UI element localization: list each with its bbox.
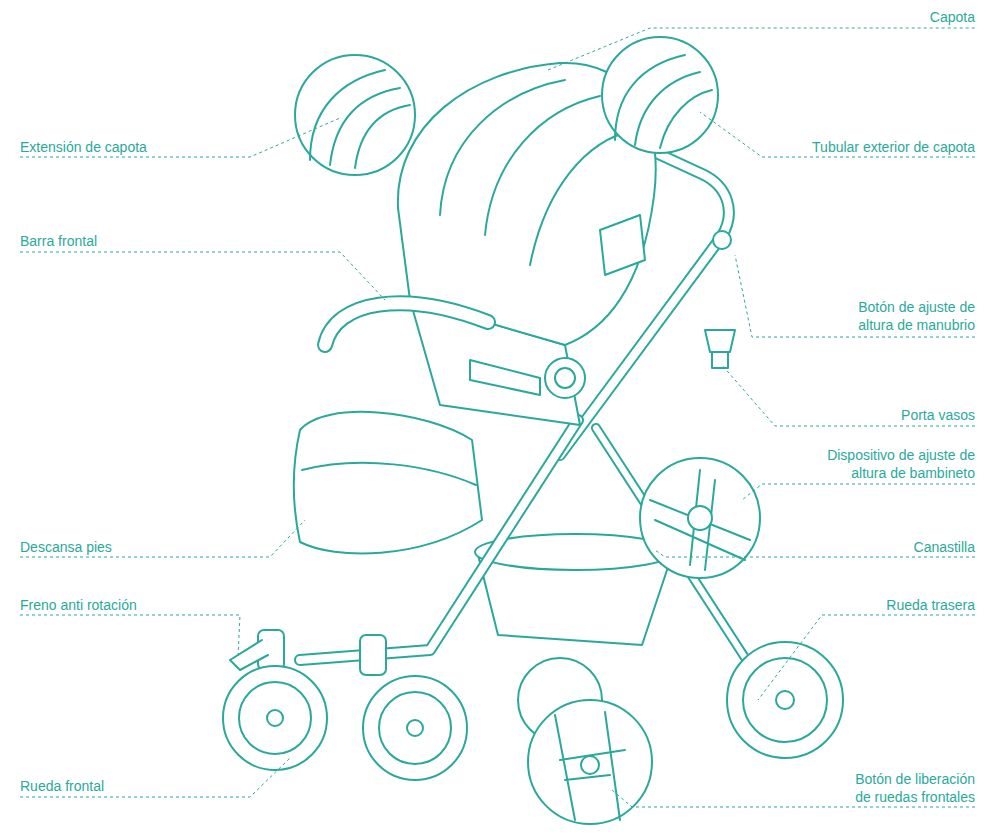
front-bar	[325, 303, 488, 345]
detail-drawing	[615, 55, 712, 148]
detail-circle	[602, 37, 718, 153]
cup-holder	[705, 330, 735, 368]
stroller	[223, 63, 843, 780]
leader-line	[758, 615, 975, 700]
front-wheel-rim	[379, 692, 451, 764]
part-label: Barra frontal	[20, 232, 260, 250]
detail-drawing	[310, 70, 410, 168]
part-label: Capota	[675, 8, 975, 26]
detail-drawing	[555, 712, 625, 820]
leader-line	[700, 112, 975, 157]
front-wheel-hub	[267, 710, 283, 726]
detail-circle	[528, 700, 652, 824]
handle-button	[713, 231, 731, 249]
leader-lines	[20, 28, 975, 807]
rear-wheel	[727, 642, 843, 758]
rear-wheel-hub	[776, 691, 794, 709]
part-label: Porta vasos	[775, 406, 975, 424]
front-fork	[360, 635, 386, 675]
part-label: Freno anti rotación	[20, 596, 240, 614]
front-wheel-hub	[407, 720, 423, 736]
footrest	[294, 412, 482, 554]
leader-line	[20, 252, 385, 300]
canopy-rib	[440, 80, 565, 215]
rear-leg	[596, 428, 766, 690]
front-wheel-rim	[239, 682, 311, 754]
canopy-window	[600, 215, 645, 275]
front-wheel	[363, 676, 467, 780]
part-label: Dispositivo de ajuste de altura de bambi…	[795, 446, 975, 482]
leader-line	[20, 615, 240, 658]
leader-line	[20, 520, 305, 557]
rear-wheel-rim	[743, 658, 827, 742]
leader-line	[20, 118, 340, 157]
detail-knob	[688, 506, 712, 530]
part-label: Botón de ajuste de altura de manubrio	[835, 298, 975, 334]
front-bar-inner	[325, 303, 488, 345]
part-label: Extensión de capota	[20, 138, 260, 156]
part-label: Rueda frontal	[20, 777, 250, 795]
part-label: Botón de liberación de ruedas frontales	[840, 770, 975, 806]
footrest-seam	[302, 463, 476, 485]
leader-line	[548, 28, 975, 70]
leader-line	[722, 365, 975, 426]
leader-line	[735, 255, 975, 337]
detail-circle	[640, 458, 760, 578]
part-label: Rueda trasera	[825, 596, 975, 614]
rear-leg-inner	[596, 428, 766, 690]
leader-line	[742, 484, 975, 500]
anti-rotation-brake	[230, 640, 268, 670]
harness-buckle	[470, 360, 540, 395]
front-wheel	[223, 666, 327, 770]
part-label: Descansa pies	[20, 538, 260, 556]
canopy-rib	[485, 96, 600, 235]
detail-drawing	[650, 470, 750, 570]
seat-pivot	[545, 358, 585, 398]
detail-knob	[581, 756, 599, 774]
detail-insets	[295, 37, 760, 824]
detail-circle	[295, 55, 415, 175]
part-label: Canastilla	[675, 538, 975, 556]
part-label: Tubular exterior de capota	[755, 138, 975, 156]
seat-pivot-core	[555, 368, 575, 388]
leader-line	[20, 758, 290, 797]
